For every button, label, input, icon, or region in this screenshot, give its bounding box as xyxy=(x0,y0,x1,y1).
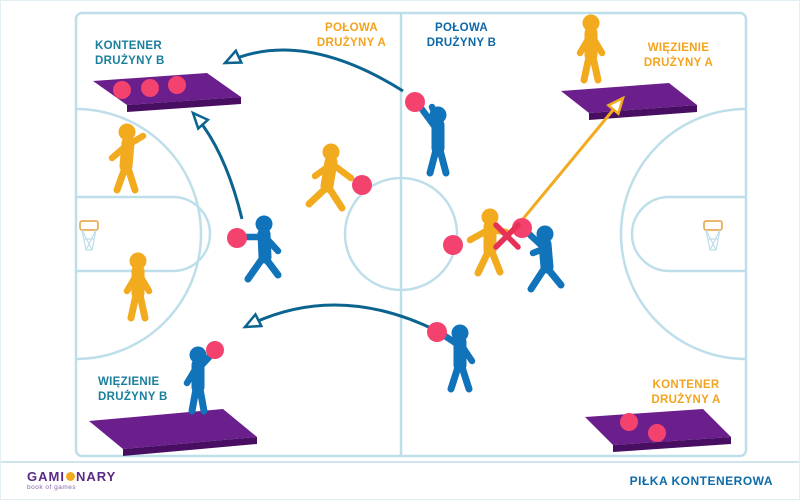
prison-mat-team-a xyxy=(561,83,697,120)
arrow-tagged-player-to-prison-a xyxy=(511,97,625,232)
prison-mat-team-b xyxy=(89,409,257,456)
court-lines xyxy=(74,11,748,458)
arrow-player-to-container-b xyxy=(191,112,244,220)
player-a-figure xyxy=(123,252,153,322)
ball-icon xyxy=(648,424,666,442)
key-right xyxy=(630,195,746,273)
ball-icon xyxy=(352,175,372,195)
ball-icon xyxy=(206,341,224,359)
pass-arrows xyxy=(190,48,626,333)
arrow-ball-to-container-b xyxy=(224,48,404,93)
arrowhead-icon xyxy=(222,48,244,65)
center-circle xyxy=(343,176,459,292)
ball-icon xyxy=(620,413,638,431)
court-boundary xyxy=(74,11,748,458)
team-b-players xyxy=(183,103,565,415)
game-title: PIŁKA KONTENEROWA xyxy=(629,474,773,488)
label-container-team-b: KONTENER DRUŻYNY B xyxy=(95,40,165,67)
arrowhead-icon xyxy=(606,95,626,116)
player-a-figure-running xyxy=(305,143,355,212)
team-a-players xyxy=(108,14,606,322)
player-a-figure xyxy=(108,123,147,194)
player-b-figure-tagging xyxy=(523,225,565,293)
ball-icon xyxy=(141,79,159,97)
label-prison-team-a: WIĘZIENIE DRUŻYNY A xyxy=(643,42,714,69)
ball-icon xyxy=(427,322,447,342)
balls xyxy=(113,76,666,442)
player-b-figure-running xyxy=(240,215,282,283)
player-a-figure-in-prison xyxy=(576,14,606,84)
label-prison-team-b: WIĘZIENIE DRUŻYNY B xyxy=(98,376,168,403)
ball-icon xyxy=(168,76,186,94)
arrow-ball-to-prison-b xyxy=(244,303,438,333)
ball-icon xyxy=(227,228,247,248)
ball-icon xyxy=(113,81,131,99)
footer: GAMI NARY book of games PIŁKA KONTENEROW… xyxy=(1,461,799,499)
three-point-arc-left xyxy=(75,107,203,361)
ball-icon xyxy=(443,235,463,255)
gamionary-logo: GAMI NARY book of games xyxy=(27,470,116,492)
three-point-arc-right xyxy=(619,107,747,361)
label-container-team-a: KONTENER DRUŻYNY A xyxy=(651,379,721,406)
logo-dot-icon xyxy=(65,472,75,482)
arrowhead-icon xyxy=(242,312,264,329)
basket-right-icon xyxy=(703,220,723,251)
container-mat-team-b xyxy=(93,73,241,112)
label-half-team-b: POŁOWA DRUŻYNY B xyxy=(426,22,497,49)
label-half-team-a: POŁOWA DRUŻYNY A xyxy=(316,22,387,49)
player-b-figure-throwing xyxy=(417,103,450,177)
court-drawing xyxy=(74,11,748,458)
player-a-figure-tagged xyxy=(466,208,510,277)
logo-text-left: GAMI xyxy=(27,469,65,485)
arrowhead-icon xyxy=(190,110,211,131)
basket-left-icon xyxy=(79,220,99,251)
tagged-x-icon xyxy=(493,222,521,250)
ball-icon xyxy=(405,92,425,112)
logo-text-right: NARY xyxy=(75,469,117,485)
player-b-figure-in-prison xyxy=(183,346,216,415)
logo-tagline: book of games xyxy=(27,484,77,492)
key-left xyxy=(76,195,212,273)
